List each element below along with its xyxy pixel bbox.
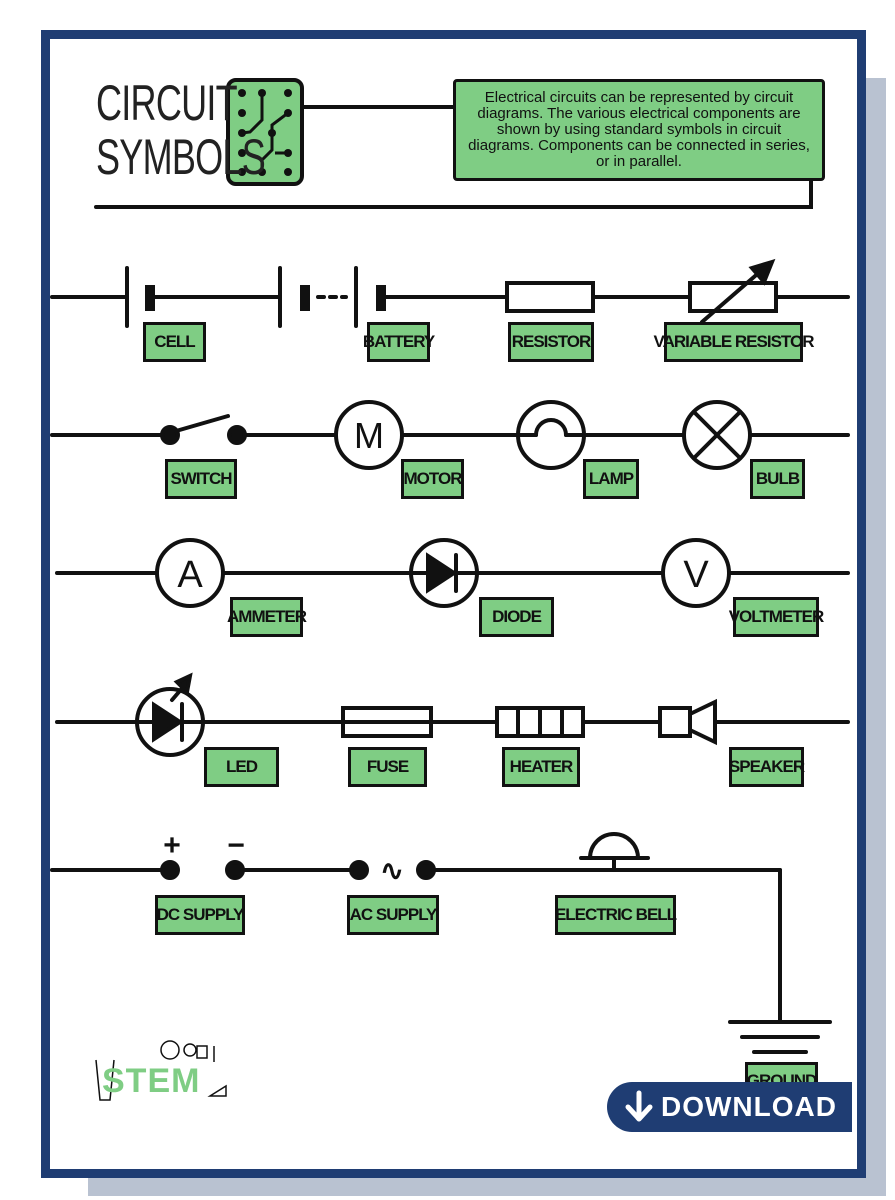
electric-bell-symbol — [579, 832, 650, 872]
label-ammeter: AMMETER — [227, 597, 307, 637]
ac-supply-symbol — [349, 860, 436, 880]
label-led: LED — [204, 747, 279, 787]
minus-sign: − — [227, 829, 245, 862]
label-heater: HEATER — [502, 747, 580, 787]
label-motor: MOTOR — [401, 459, 464, 499]
label-dc-supply: DC SUPPLY — [155, 895, 245, 935]
resistor-symbol — [505, 281, 595, 313]
label-battery: BATTERY — [363, 322, 435, 362]
download-button[interactable]: DOWNLOAD — [607, 1082, 852, 1132]
voltmeter-letter: V — [683, 554, 709, 596]
title-line-2: SYMBOLS — [96, 129, 266, 185]
ammeter-letter: A — [177, 554, 203, 596]
label-cell: CELL — [143, 322, 206, 362]
circuit-board-icon — [226, 78, 304, 186]
voltmeter-symbol — [661, 538, 731, 608]
diode-symbol — [409, 538, 479, 608]
label-diode: DIODE — [479, 597, 554, 637]
dc-supply-symbol — [160, 860, 245, 880]
label-fuse: FUSE — [348, 747, 427, 787]
variable-resistor-symbol — [688, 258, 778, 324]
label-switch: SWITCH — [165, 459, 237, 499]
cell-symbol — [125, 266, 155, 328]
speaker-symbol — [658, 698, 717, 746]
motor-letter: M — [354, 415, 384, 456]
label-voltmeter: VOLTMETER — [729, 597, 824, 637]
bulb-symbol — [682, 400, 752, 470]
switch-symbol — [160, 414, 247, 445]
ac-wave-glyph: ∿ — [380, 855, 403, 886]
label-ac-supply: AC SUPPLY — [347, 895, 439, 935]
led-symbol — [135, 672, 205, 757]
motor-symbol — [334, 400, 404, 470]
download-button-label: DOWNLOAD — [661, 1091, 837, 1122]
lamp-symbol — [516, 400, 586, 470]
title-line-1: CIRCUIT — [96, 75, 238, 131]
heater-symbol — [495, 706, 585, 738]
ammeter-symbol — [155, 538, 225, 608]
stem-logo-graphic — [95, 1040, 227, 1101]
label-resistor: RESISTOR — [508, 322, 594, 362]
fuse-symbol — [341, 706, 433, 738]
battery-symbol — [278, 266, 386, 328]
label-variable-resistor: VARIABLE RESISTOR — [654, 322, 814, 362]
plus-sign: + — [163, 829, 181, 862]
label-electric-bell: ELECTRIC BELL — [555, 895, 677, 935]
ground-symbol — [728, 1020, 832, 1054]
header-rule — [94, 179, 813, 209]
intro-text-box: Electrical circuits can be represented b… — [453, 79, 825, 181]
row5-wire — [50, 868, 782, 1024]
label-lamp: LAMP — [583, 459, 639, 499]
download-arrow-icon — [625, 1090, 653, 1122]
stem-logo-text: STEM — [102, 1062, 201, 1100]
label-speaker: SPEAKER — [729, 747, 805, 787]
label-bulb: BULB — [750, 459, 805, 499]
